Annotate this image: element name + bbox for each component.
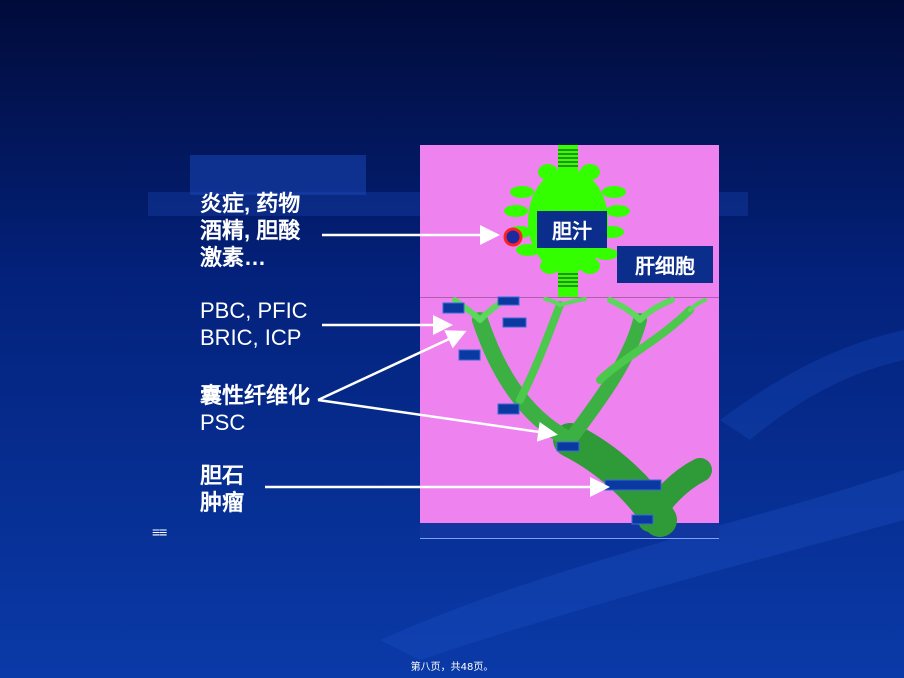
fibrosis-line-2: PSC: [200, 410, 246, 435]
arrow-fibrosis-upper: [317, 330, 467, 402]
genetic-causes-label: PBC, PFIC BRIC, ICP: [200, 297, 308, 351]
genetic-line-2: BRIC, ICP: [200, 325, 302, 350]
injury-line-2: 酒精, 胆酸: [200, 218, 301, 243]
obstruction-line-1: 胆石: [200, 463, 245, 488]
canaliculus-top: [558, 145, 578, 171]
injury-line-3: 激素…: [200, 245, 267, 270]
duct-markers: [442, 296, 662, 525]
fibrosis-line-1: 囊性纤维化: [200, 383, 311, 408]
fibrosis-causes-label: 囊性纤维化 PSC: [200, 382, 310, 436]
bullet-marks: ≡≡: [152, 524, 167, 540]
cause-arrows: [265, 225, 610, 497]
genetic-line-1: PBC, PFIC: [200, 298, 308, 323]
arrow-fibrosis-lower: [317, 398, 558, 442]
hepatocyte-label: 肝细胞: [617, 246, 713, 283]
injury-causes-label: 炎症, 药物 酒精, 胆酸 激素…: [200, 190, 300, 271]
bile-label: 胆汁: [537, 211, 607, 248]
transporter-marker-icon: [503, 227, 523, 247]
obstruction-line-2: 肿瘤: [200, 490, 245, 515]
injury-line-1: 炎症, 药物: [200, 191, 301, 216]
canaliculus-bottom: [558, 268, 578, 297]
obstruction-causes-label: 胆石 肿瘤: [200, 462, 244, 516]
page-number-footer: 第八页，共48页。: [410, 662, 494, 673]
